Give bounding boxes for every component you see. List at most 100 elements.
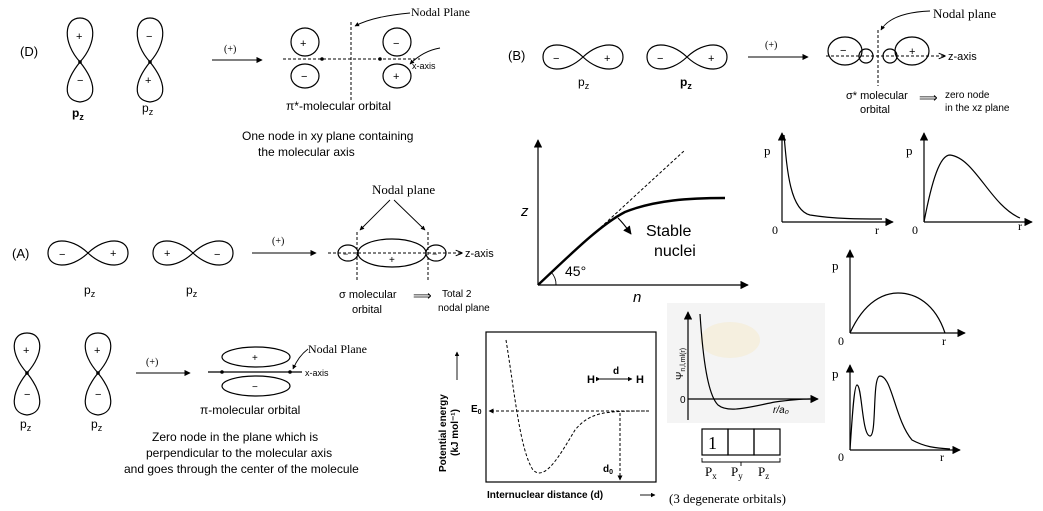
svg-text:+: + [708,53,714,65]
radial-plot-1: p 0 r [764,132,894,237]
sigma-label-1: σ molecular [339,289,397,301]
svg-text:(+): (+) [765,40,777,51]
pz-b-label-right: pz [680,75,692,91]
panel-a-note-2: nodal plane [438,303,490,314]
svg-text:−: − [252,382,258,393]
svg-text:−: − [553,53,559,65]
pz-c-label-right: pz [91,417,103,433]
pz-a-label-right: pz [186,283,198,299]
wave-curve [699,313,811,410]
panel-a-label: (A) [12,246,29,261]
svg-text:H: H [636,374,644,386]
pz-label-right: pz [142,101,154,117]
svg-text:0: 0 [912,223,918,237]
svg-text:p: p [906,143,913,158]
svg-text:+: + [252,353,258,364]
stability-curve [537,196,726,286]
svg-text:+: + [909,46,915,58]
sigma-star-label-2: orbital [860,104,890,116]
degenerate-caption: (3 degenerate orbitals) [669,491,786,506]
panel-d-label: (D) [20,44,38,59]
pz-orbital-b-left: − + [542,44,624,70]
x-axis-label: x-axis [412,61,436,71]
pi-star-label: π*-molecular orbital [286,99,391,113]
z-label: z [520,203,529,220]
diagonal-45 [537,149,686,286]
pz-orbital-a-right: + − [152,240,234,266]
z-axis-label-b: z-axis [948,51,977,63]
pz-orbital-c-left: + − [13,332,41,416]
svg-text:Ψn,l,ml(r): Ψn,l,ml(r) [675,348,687,380]
svg-text:−: − [95,389,101,401]
svg-text:0: 0 [838,334,844,348]
pz-orbital-a-left: − + [47,240,129,266]
svg-text:+: + [393,71,399,83]
panel-b-note-1: zero node [945,90,990,101]
svg-text:r: r [940,450,944,464]
pi-star-orbital: + − − + [283,22,420,100]
svg-text:1: 1 [708,433,717,453]
svg-text:p: p [832,366,839,381]
x-axis-label-c: x-axis [305,368,329,378]
svg-text:Px: Px [705,464,717,481]
panel-a-note-1: Total 2 [442,289,472,300]
panel-c-caption-2: perpendicular to the molecular axis [146,446,332,460]
wavefunction-plot: 0 r/a₀ Ψn,l,ml(r) 1 Px Py Pz (3 degenera… [667,303,825,506]
sigma-orbital: − + − [328,232,462,282]
panel-a: (A) − + + − pz pz (+) − + − Nodal plane [12,182,494,316]
svg-text:−: − [146,31,152,43]
svg-text:r: r [1018,219,1022,233]
nodal-plane-label-b: Nodal plane [933,6,996,21]
pz-b-label-left: pz [578,75,590,91]
pz-a-label-left: pz [84,283,96,299]
orbital-box-py [727,428,755,456]
svg-text:+: + [94,345,100,357]
svg-text:⟹: ⟹ [413,288,432,303]
svg-text:E0: E0 [471,404,482,416]
pz-orbital-c-right: + − [84,332,112,416]
svg-text:(+): (+) [224,44,236,55]
pe-x-label: Internuclear distance (d) [487,490,603,501]
panel-d: (D) + − − + pz pz (+) + − − + [20,5,470,159]
panel-c-caption-3: and goes through the center of the molec… [124,462,359,476]
pz-orbital-right: − + [136,17,164,103]
svg-text:p: p [832,258,839,273]
svg-text:r: r [942,334,946,348]
z-axis-label-a: z-axis [465,248,494,260]
panel-d-caption-1: One node in xy plane containing [242,129,413,143]
pz-c-label-left: pz [20,417,32,433]
svg-text:−: − [77,75,83,87]
svg-text:−: − [301,71,307,83]
pi-label: π-molecular orbital [200,403,300,417]
svg-text:r: r [875,223,879,237]
radial-plot-4: p 0 r [832,364,961,464]
svg-text:−: − [214,249,220,261]
svg-text:0: 0 [680,395,686,406]
nodal-plane-label-c: Nodal Plane [308,342,367,356]
svg-text:−: − [59,249,65,261]
panel-b-note-2: in the xz plane [945,103,1010,114]
svg-text:(+): (+) [272,236,284,247]
svg-text:−: − [393,38,399,50]
pe-curve [505,339,646,474]
potential-energy-plot: E0 d0 H H d Potential energy (kJ mol⁻¹) … [438,331,657,501]
svg-text:0: 0 [772,223,778,237]
sigma-star-label-1: σ* molecular [846,90,908,102]
nuclei-label: nuclei [654,243,696,260]
pe-frame [485,331,657,483]
svg-text:d: d [613,366,619,377]
svg-text:−: − [343,249,348,259]
svg-text:⟹: ⟹ [919,90,938,105]
panel-c-caption-1: Zero node in the plane which is [152,430,318,444]
radial-plot-3: p 0 r [832,249,966,348]
svg-text:−: − [657,53,663,65]
svg-text:+: + [110,248,116,260]
pe-y-label-1: Potential energy [438,394,449,472]
svg-text:−: − [840,45,846,57]
svg-text:Py: Py [731,464,743,481]
svg-text:d0: d0 [603,464,613,476]
svg-text:+: + [145,75,151,87]
svg-text:+: + [604,53,610,65]
svg-text:+: + [164,248,170,260]
